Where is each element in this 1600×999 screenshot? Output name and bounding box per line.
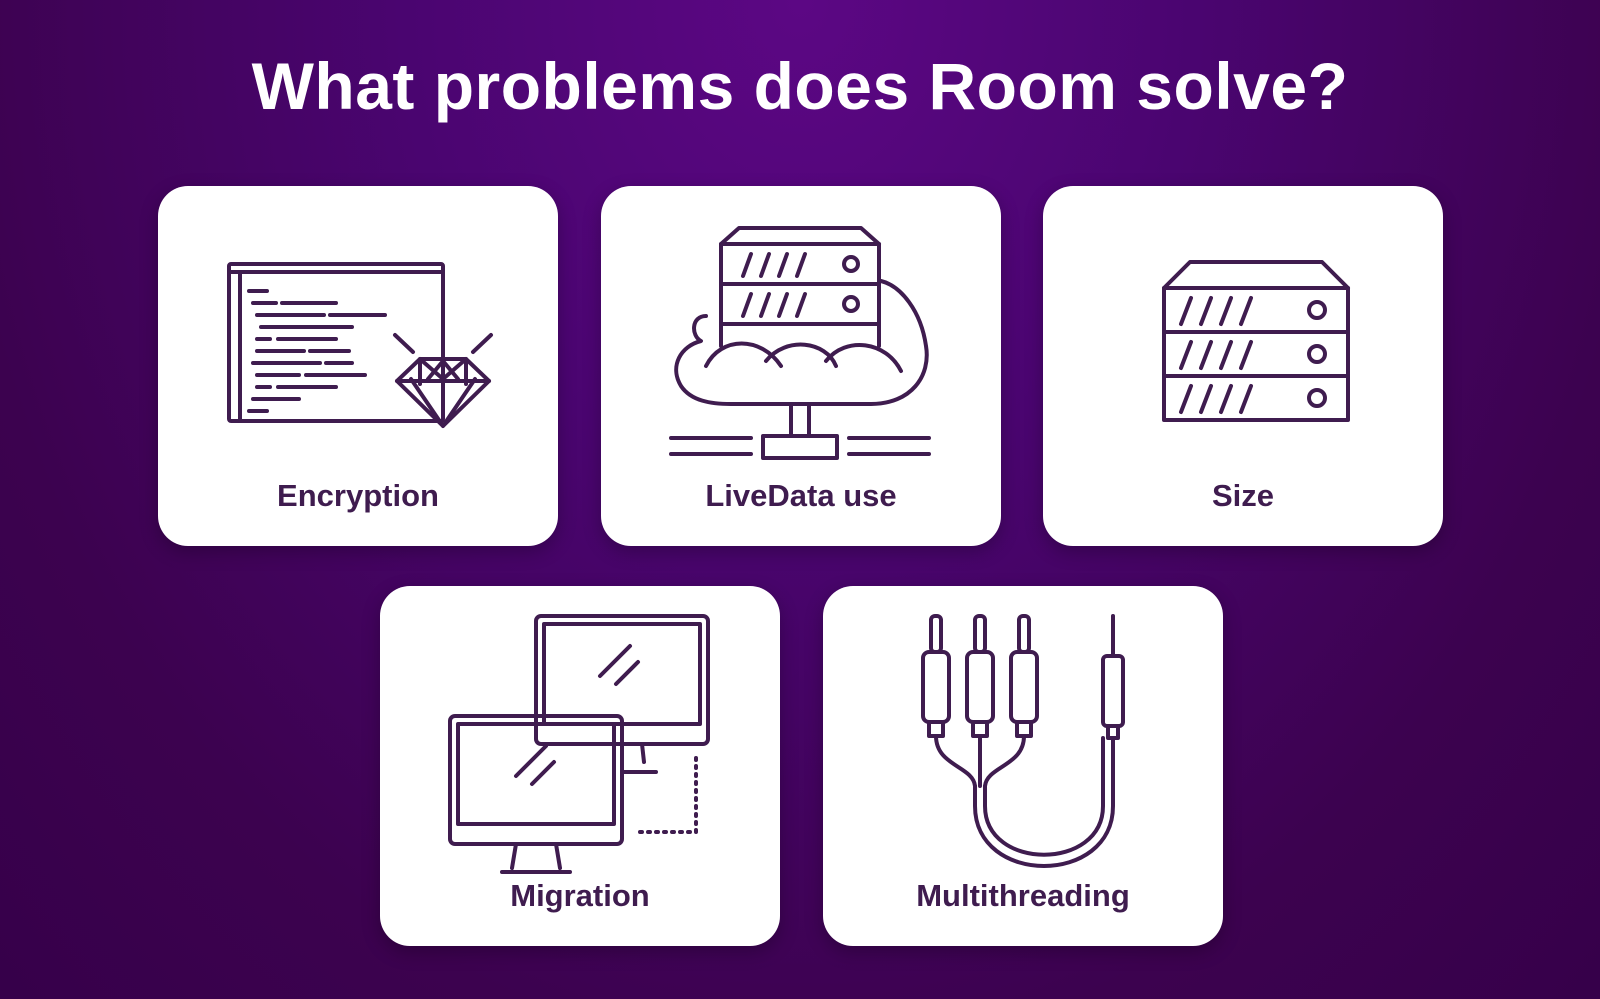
code-window-diamond-icon bbox=[227, 262, 493, 428]
page-title: What problems does Room solve? bbox=[251, 49, 1349, 123]
card-label: Encryption bbox=[277, 478, 439, 513]
card-label: LiveData use bbox=[705, 478, 897, 513]
card-label: Size bbox=[1211, 478, 1275, 513]
two-monitors-icon bbox=[448, 614, 710, 874]
card-label: Migration bbox=[510, 878, 650, 913]
server-rack-icon bbox=[1162, 260, 1350, 422]
card-label: Multithreading bbox=[916, 878, 1130, 913]
card-multithreading: Multithreading bbox=[823, 586, 1223, 946]
card-migration: Migration bbox=[380, 586, 780, 946]
audio-cables-icon bbox=[921, 614, 1125, 868]
card-size: Size bbox=[1043, 186, 1443, 546]
card-livedata: LiveData use bbox=[601, 186, 1001, 546]
card-encryption: Encryption bbox=[158, 186, 558, 546]
cloud-server-icon bbox=[669, 226, 931, 460]
